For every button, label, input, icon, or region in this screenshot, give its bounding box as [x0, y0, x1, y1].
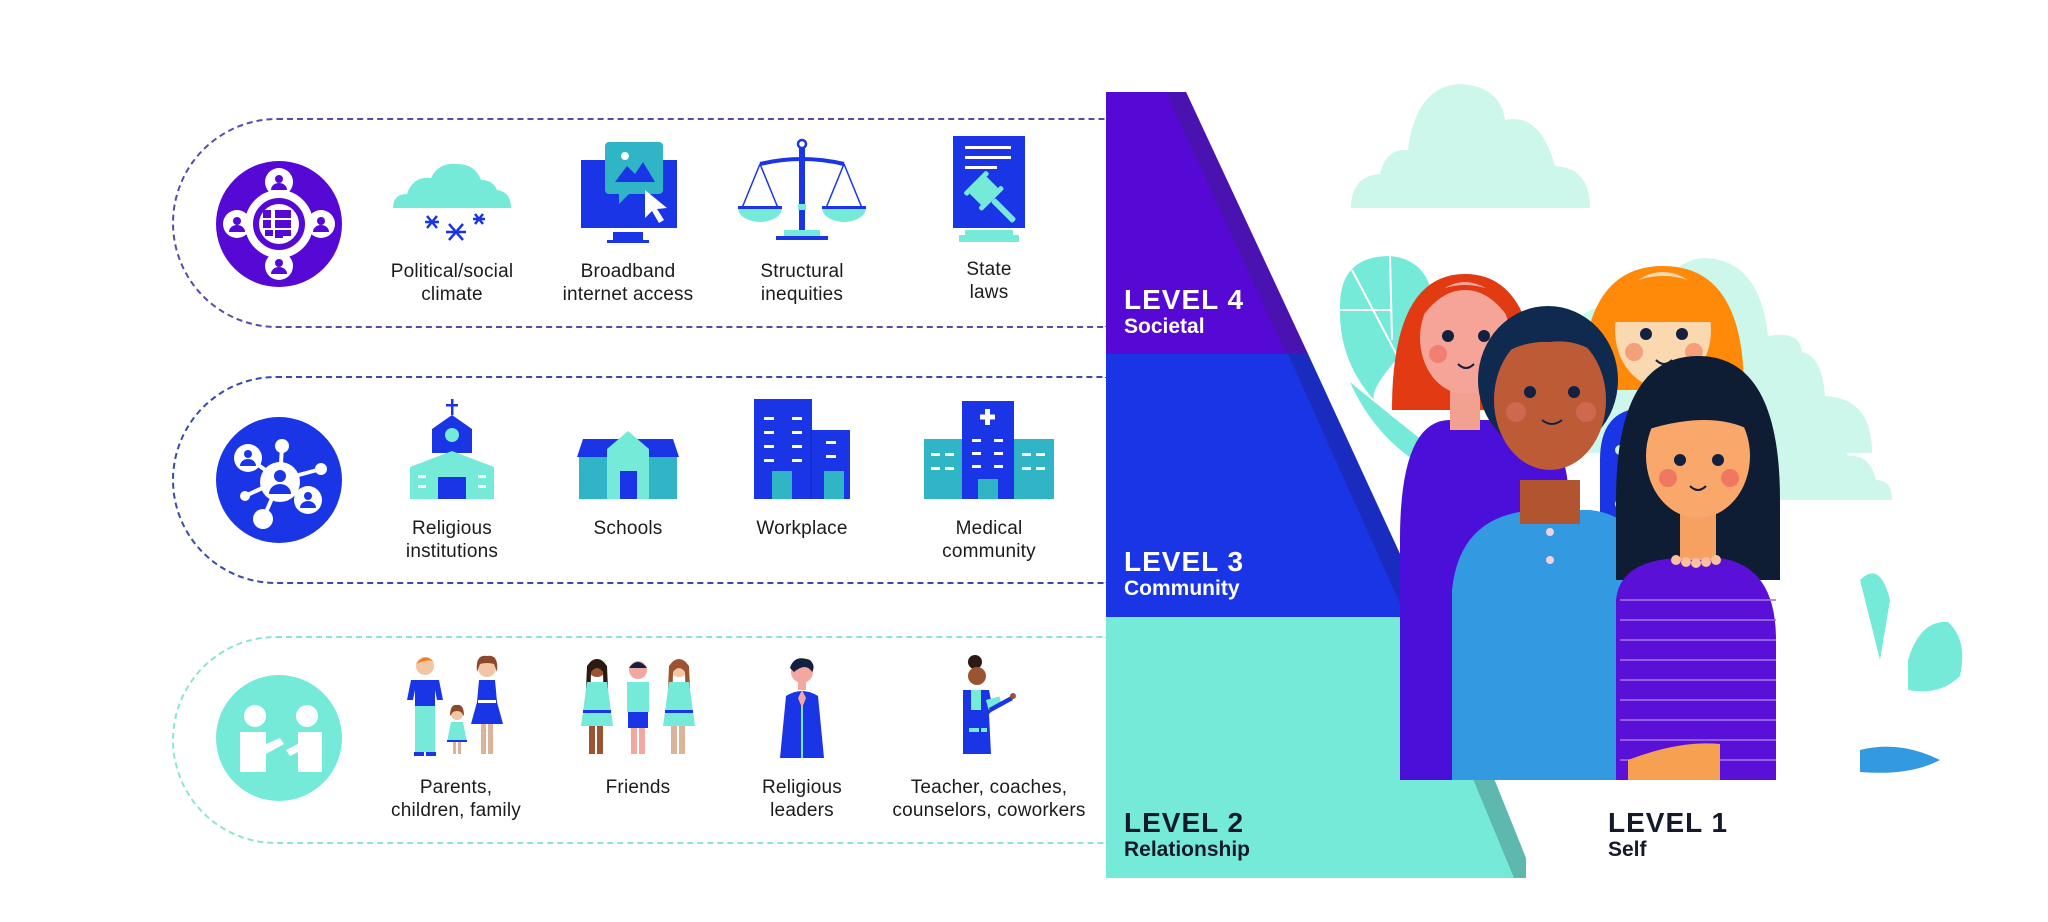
row-frame-community	[172, 376, 1107, 584]
level-4-number: LEVEL 4	[1124, 284, 1245, 315]
cloud-snow-icon	[352, 136, 552, 246]
level-3-label: LEVEL 3 Community	[1124, 547, 1244, 601]
monitor-cursor-icon	[528, 136, 728, 246]
level-2-number: LEVEL 2	[1124, 807, 1245, 838]
leaf-icon	[1860, 573, 1963, 773]
item-label: Parents,children, family	[391, 777, 521, 821]
level-1-name: Self	[1608, 838, 1647, 861]
level-1-number: LEVEL 1	[1608, 807, 1729, 838]
level-3-name: Community	[1124, 577, 1240, 600]
level-1-label: LEVEL 1 Self	[1608, 808, 1728, 862]
item-label: Workplace	[756, 518, 848, 539]
cloud-icon	[1351, 84, 1590, 208]
gavel-document-icon	[889, 134, 1089, 244]
person-dark-hair	[1616, 356, 1780, 780]
item-friends: Friends	[538, 652, 738, 799]
level-4-name: Societal	[1124, 315, 1205, 338]
level-2-name: Relationship	[1124, 838, 1251, 861]
office-building-icon	[702, 393, 902, 503]
level-4-edge	[1166, 92, 1308, 354]
network-people-icon	[215, 416, 343, 544]
people-illustration	[1392, 266, 1780, 780]
church-icon	[352, 393, 552, 503]
row-frame-societal	[172, 118, 1107, 328]
item-parents-children-family: Parents,children, family	[356, 652, 556, 822]
level-4-label: LEVEL 4 Societal	[1124, 285, 1244, 339]
item-teacher-coaches-counselors-coworkers: Teacher, coaches,counselors, coworkers	[889, 652, 1089, 822]
level-2-label: LEVEL 2 Relationship	[1124, 808, 1250, 862]
friends-icon	[538, 652, 738, 762]
religious-leader-icon	[702, 652, 902, 762]
item-schools: Schools	[528, 393, 728, 540]
handshake-people-icon	[215, 674, 343, 802]
family-icon	[356, 652, 556, 762]
hospital-icon	[889, 393, 1089, 503]
person-man	[1452, 306, 1656, 780]
item-label: Friends	[605, 777, 671, 798]
item-label: Schools	[593, 518, 663, 539]
level-3-number: LEVEL 3	[1124, 546, 1245, 577]
globe-network-icon	[215, 160, 343, 288]
scales-icon	[702, 136, 902, 246]
item-label: Teacher, coaches,counselors, coworkers	[892, 777, 1086, 821]
row-frame-relationship	[172, 636, 1107, 844]
teacher-icon	[889, 652, 1089, 762]
level-3-band	[1106, 354, 1429, 617]
level-3-edge	[1288, 354, 1429, 617]
item-workplace: Workplace	[702, 393, 902, 540]
school-icon	[528, 393, 728, 503]
level-pyramid	[1106, 92, 1526, 878]
